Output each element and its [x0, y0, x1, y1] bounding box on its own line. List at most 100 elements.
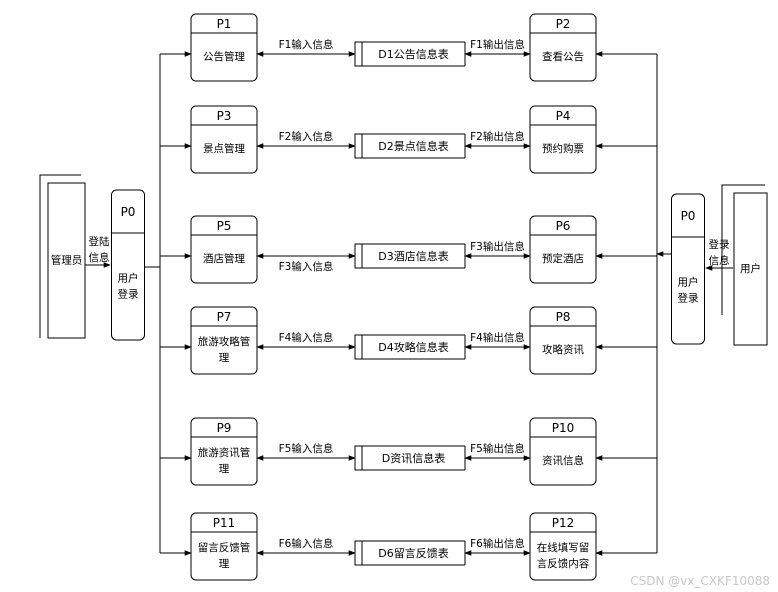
process-p11-id: P11: [213, 516, 236, 530]
output-flow-label: F5输出信息: [470, 442, 525, 455]
process-p0-left-id: P0: [121, 205, 136, 219]
process-p0-right-label: 登录: [678, 292, 699, 305]
data-store-5-outline: [354, 445, 465, 471]
process-p8-id: P8: [556, 310, 571, 324]
data-store-4: D4攻略信息表: [354, 334, 466, 360]
entity-user-shadow: [721, 184, 765, 315]
entity-user-label: 用户: [740, 262, 761, 275]
output-flow-label: F1输出信息: [470, 38, 525, 51]
process-p3: P3 景点管理: [190, 105, 258, 174]
data-store-1: D1公告信息表: [354, 41, 466, 67]
process-p12-id: P12: [552, 516, 575, 530]
process-p5-label: 酒店管理: [203, 252, 245, 265]
data-store-3-label: D3酒店信息表: [378, 249, 448, 263]
process-p10-label: 资讯信息: [542, 454, 584, 467]
data-store-6-bg: [355, 541, 465, 565]
input-flow-label: F1输入信息: [279, 38, 334, 51]
process-p11-label: 理: [219, 558, 230, 570]
process-p12-label: 在线填写留: [537, 541, 590, 554]
process-p0-left-box: [111, 189, 145, 341]
entity-user-box: [733, 192, 768, 346]
process-p5-id: P5: [217, 219, 232, 233]
process-p2: P2 查看公告: [529, 13, 597, 82]
process-p12-box: [529, 512, 597, 581]
process-p0-right-id: P0: [681, 209, 696, 223]
data-store-3-bg: [355, 244, 465, 268]
admin-login-flow-label: 信息: [89, 251, 110, 264]
user-login-flow-label: 信息: [709, 254, 730, 267]
process-p7-box: [190, 306, 258, 375]
data-store-6: D6留言反馈表: [354, 540, 466, 566]
entity-admin-box: [47, 182, 86, 339]
output-flow-label: F2输出信息: [470, 130, 525, 143]
process-p1-id: P1: [217, 17, 232, 31]
process-p1: P1 公告管理: [190, 13, 258, 82]
process-p8-box: [529, 306, 597, 375]
data-store-1-bg: [355, 42, 465, 66]
input-flow-label: F5输入信息: [279, 442, 334, 455]
input-flow-label: F2输入信息: [279, 130, 334, 143]
data-store-2: D2景点信息表: [354, 133, 466, 159]
process-p3-label: 景点管理: [203, 142, 245, 155]
process-p10-id: P10: [552, 421, 575, 435]
process-p2-box: [529, 13, 597, 82]
process-p8: P8 攻略资讯: [529, 306, 597, 375]
data-store-2-outline: [354, 133, 465, 159]
data-store-5-label: D资讯信息表: [382, 451, 445, 465]
process-p11-box: [190, 512, 258, 581]
process-p6: P6 预定酒店: [529, 215, 597, 284]
output-flow-label: F4输出信息: [470, 331, 525, 344]
input-flow-label: F4输入信息: [279, 331, 334, 344]
process-p12-label: 言反馈内容: [537, 557, 590, 570]
input-flow-label: F6输入信息: [279, 537, 334, 550]
process-p11-label: 留言反馈管: [198, 541, 251, 554]
process-p1-box: [190, 13, 258, 82]
process-p7-label: 旅游攻略管: [198, 335, 251, 348]
process-p9-box: [190, 417, 258, 486]
process-p0-left-label: 用户: [118, 272, 139, 285]
process-p9-label: 旅游资讯管: [198, 446, 251, 459]
process-p3-box: [190, 105, 258, 174]
process-p4-id: P4: [556, 109, 571, 123]
process-p0-left-label: 登录: [118, 288, 139, 301]
process-p5-box: [190, 215, 258, 284]
process-p3-id: P3: [217, 109, 232, 123]
data-store-4-outline: [354, 334, 465, 360]
entity-user: 用户: [721, 184, 768, 346]
process-p6-label: 预定酒店: [542, 252, 584, 265]
user-login-flow-label: 登录: [709, 238, 730, 251]
process-p0-right-box: [671, 193, 705, 345]
data-store-1-label: D1公告信息表: [378, 47, 448, 61]
admin-login-flow-label: 登陆: [89, 235, 110, 248]
process-p6-box: [529, 215, 597, 284]
process-p2-label: 查看公告: [542, 50, 584, 63]
data-store-3-outline: [354, 243, 465, 269]
output-flow-label: F3输出信息: [470, 240, 525, 253]
process-p1-label: 公告管理: [203, 50, 245, 63]
process-p0-right-label: 用户: [678, 276, 699, 289]
data-store-4-bg: [355, 335, 465, 359]
process-p7-label: 理: [219, 352, 230, 364]
process-p4: P4 预约购票: [529, 105, 597, 174]
watermark: CSDN @vx_CXKF10088: [630, 574, 770, 588]
data-store-1-outline: [354, 41, 465, 67]
process-p9-label: 理: [219, 463, 230, 475]
entity-admin-label: 管理员: [51, 254, 83, 267]
process-p9-id: P9: [217, 421, 232, 435]
process-p6-id: P6: [556, 219, 571, 233]
process-p5: P5 酒店管理: [190, 215, 258, 284]
data-store-6-outline: [354, 540, 465, 566]
data-store-5: D资讯信息表: [354, 445, 466, 471]
process-p2-id: P2: [556, 17, 571, 31]
process-p7-id: P7: [217, 310, 232, 324]
data-store-2-bg: [355, 134, 465, 158]
process-p10: P10 资讯信息: [529, 417, 597, 486]
process-p8-label: 攻略资讯: [542, 343, 584, 356]
process-p4-label: 预约购票: [542, 142, 584, 155]
entity-admin: 管理员: [39, 174, 86, 339]
